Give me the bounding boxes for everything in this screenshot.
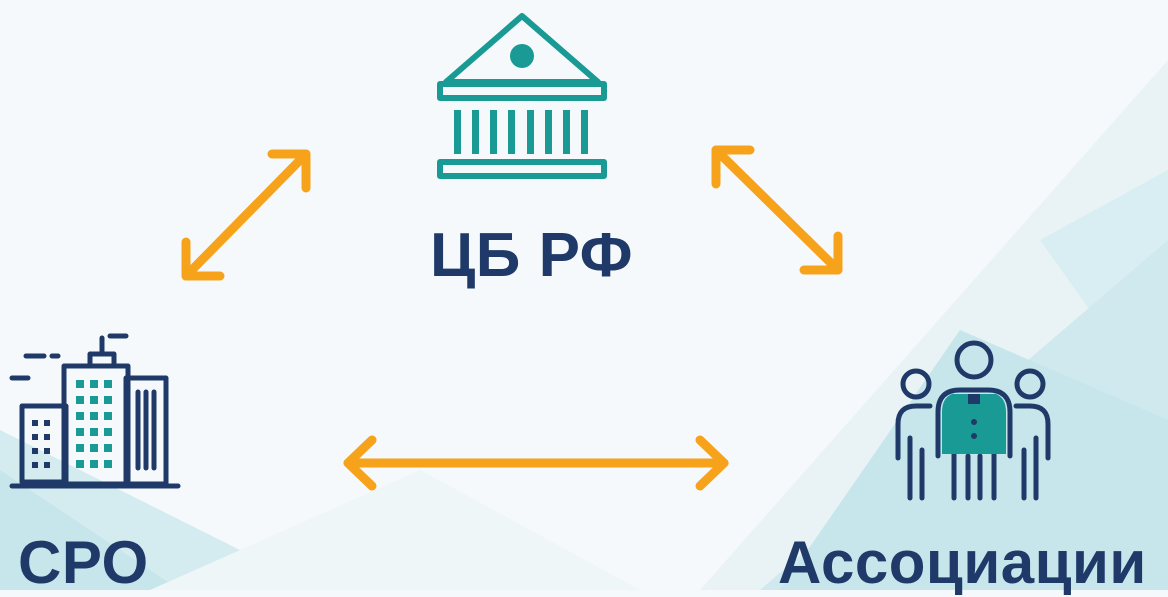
node-label-assoc: Ассоциации: [778, 529, 1147, 596]
city-buildings-icon: [9, 333, 181, 489]
node-label-cb: ЦБ РФ: [430, 221, 634, 290]
node-label-sro: СРО: [18, 529, 149, 596]
bank-building-icon: [437, 13, 607, 179]
people-group-icon: [895, 340, 1051, 501]
